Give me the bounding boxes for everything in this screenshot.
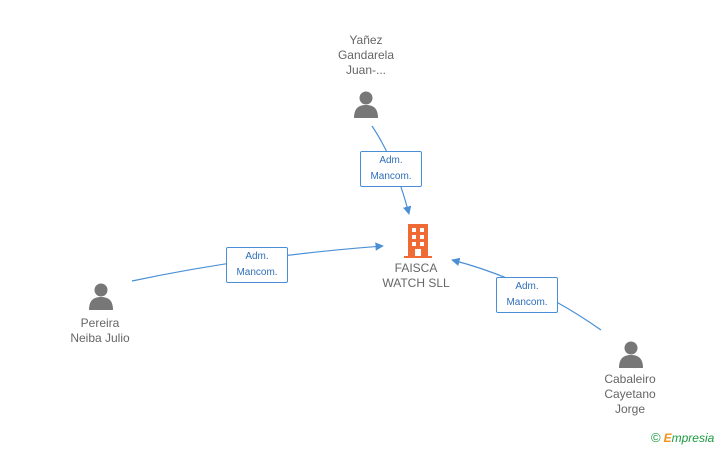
relation-label-yanez: Adm. Mancom. bbox=[360, 151, 422, 187]
relation-label-cabaleiro: Adm. Mancom. bbox=[496, 277, 558, 313]
person-icon[interactable] bbox=[616, 339, 646, 369]
brand-logo: ©Empresia bbox=[651, 430, 715, 445]
person-name-pereira[interactable]: Pereira Neiba Julio bbox=[70, 316, 130, 345]
company-name[interactable]: FAISCA WATCH SLL bbox=[382, 261, 450, 290]
person-name-cabaleiro[interactable]: Cabaleiro Cayetano Jorge bbox=[604, 372, 656, 416]
building-icon[interactable] bbox=[404, 222, 432, 258]
person-icon[interactable] bbox=[86, 281, 116, 311]
copyright-icon: © bbox=[651, 430, 661, 445]
person-name-yanez[interactable]: Yañez Gandarela Juan-... bbox=[337, 33, 395, 77]
relation-label-pereira: Adm. Mancom. bbox=[226, 247, 288, 283]
person-icon[interactable] bbox=[351, 89, 381, 119]
